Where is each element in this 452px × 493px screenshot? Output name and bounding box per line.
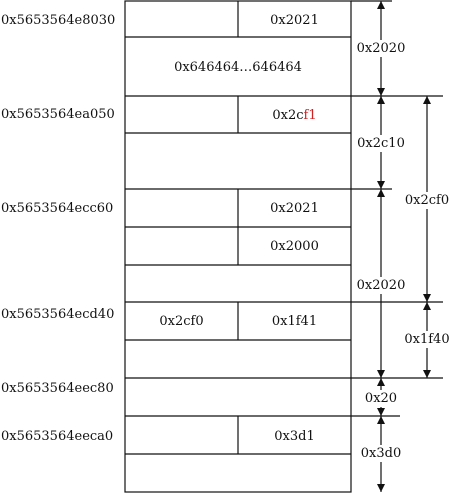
chunk3-size-cell: 0x2021 (270, 201, 319, 216)
chunk2-size-prefix: 0x2c (272, 108, 303, 123)
address-label: 0x5653564eec80 (1, 381, 114, 396)
label-pad (354, 40, 408, 57)
chunk6-size-cell: 0x3d1 (274, 429, 314, 444)
measure-label: 0x3d0 (361, 446, 401, 461)
measure-arrow-0x2020-top-head-down (377, 88, 385, 96)
measure-label-highlight: 0x2cf0 (405, 193, 449, 208)
label-pad (362, 390, 400, 407)
measure-arrow-0x1f40-head-up (423, 302, 431, 310)
measure-label-highlight: 0x1f40 (404, 332, 449, 347)
measure-arrow-0x3d0-head-down (377, 484, 385, 492)
measure-arrow-0x2020-head-up (377, 189, 385, 197)
chunk4-prev-size-cell: 0x2cf0 (159, 314, 203, 329)
address-label: 0x5653564eeca0 (1, 429, 113, 444)
dimension-arrows (377, 1, 431, 492)
measure-label: 0x2c10 (357, 136, 405, 151)
measure-label: 0x2020 (357, 41, 406, 56)
address-label: 0x5653564e8030 (1, 13, 115, 28)
chunk1-size-cell: 0x2021 (270, 13, 319, 28)
measure-arrow-0x2c10-head-up (377, 96, 385, 104)
chunk4-size-cell: 0x1f41 (272, 314, 317, 329)
measure-arrow-0x2020-head-down (377, 370, 385, 378)
address-label: 0x5653564ecd40 (1, 307, 114, 322)
label-backgrounds (354, 40, 452, 462)
address-label: 0x5653564ecc60 (1, 201, 113, 216)
measure-arrow-0x20-head-up (377, 378, 385, 386)
measure-label: 0x2020 (357, 278, 406, 293)
measure-arrow-0x3d0-head-up (377, 416, 385, 424)
chunk1-data-cell: 0x646464…646464 (174, 60, 302, 75)
address-label: 0x5653564ea050 (1, 107, 115, 122)
measure-arrow-0x1f40-head-down (423, 370, 431, 378)
measure-arrow-0x20-head-down (377, 408, 385, 416)
chunk2-size-highlight: f1 (304, 108, 317, 123)
measure-arrow-0x2cf0-head-up (423, 96, 431, 104)
measure-arrow-0x2020-top-head-up (377, 1, 385, 9)
label-pad (355, 135, 407, 152)
label-pad (402, 192, 452, 209)
label-pad (354, 277, 408, 294)
label-pad (358, 445, 404, 462)
label-pad (402, 331, 452, 348)
chunk3-field-cell: 0x2000 (270, 239, 319, 254)
measure-label: 0x20 (365, 391, 397, 406)
measure-arrow-0x2c10-head-down (377, 181, 385, 189)
measure-arrow-0x2cf0-head-down (423, 294, 431, 302)
chunk2-size-cell: 0x2cf1 (272, 108, 316, 123)
